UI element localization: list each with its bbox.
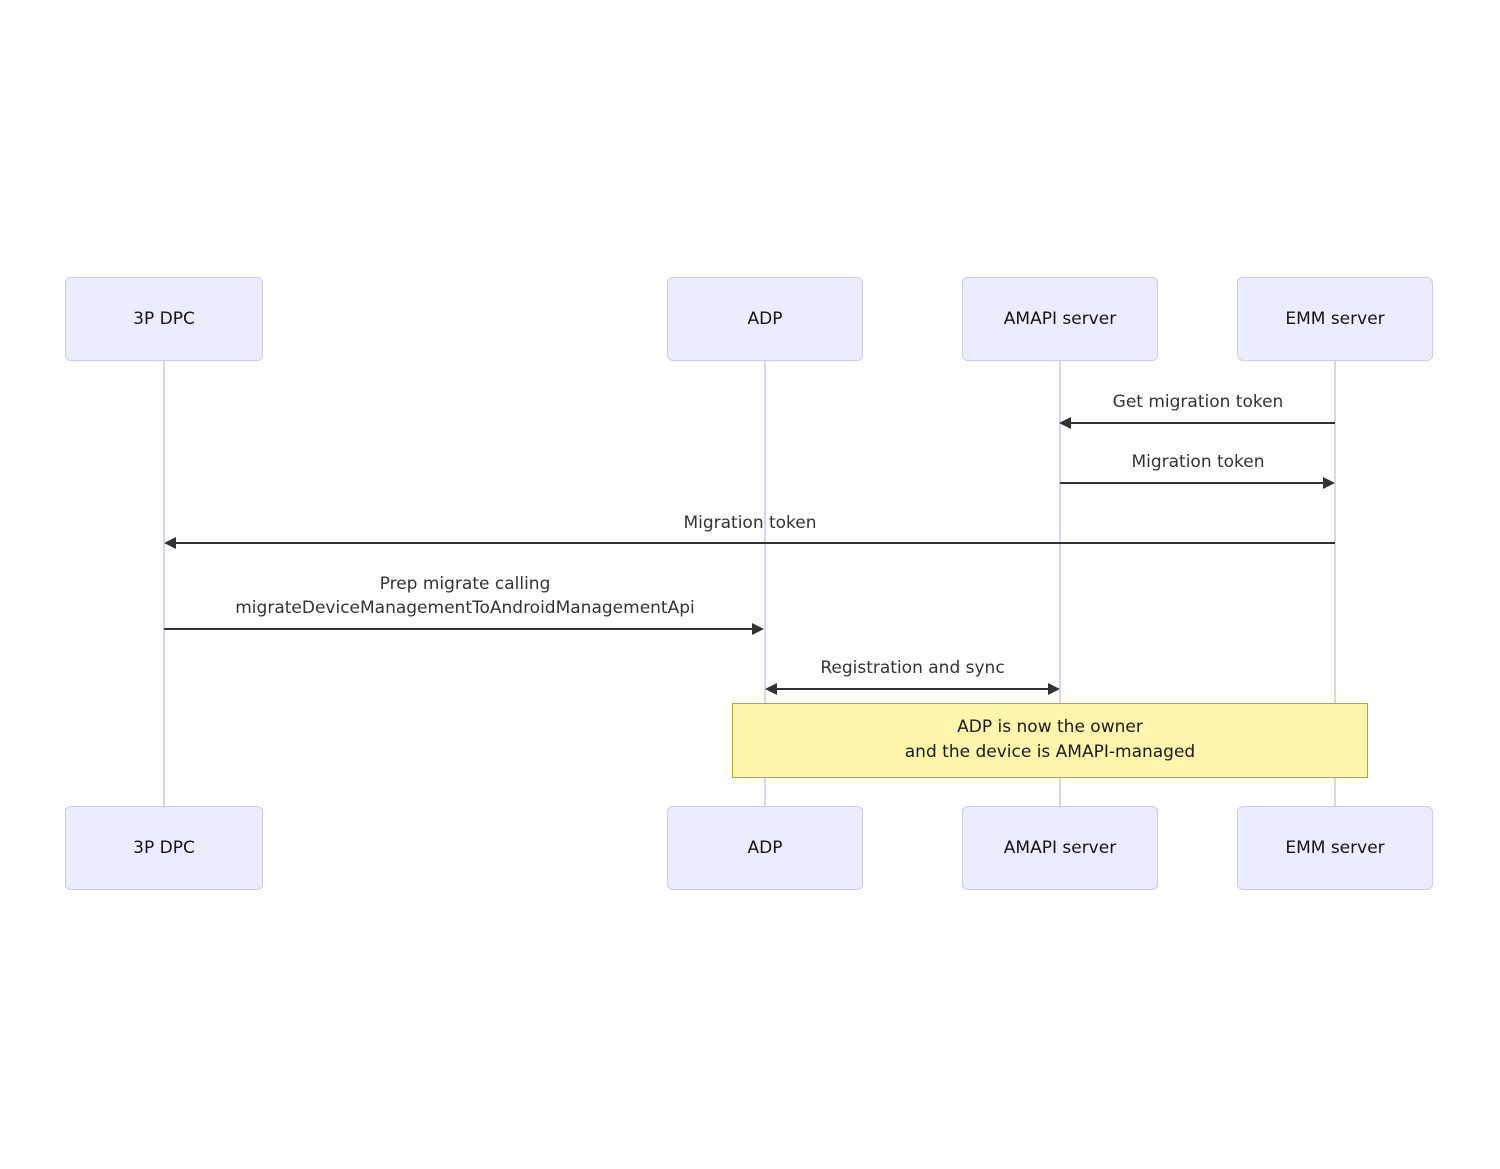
- lifeline-3p-dpc: [163, 361, 165, 806]
- actor-label: 3P DPC: [133, 309, 195, 329]
- arrowhead-right-icon: [752, 623, 764, 635]
- actor-amapi-server-top: AMAPI server: [962, 277, 1158, 361]
- message-get-migration-token-line: [1063, 422, 1335, 424]
- message-migration-token-return-label: Migration token: [1131, 452, 1265, 472]
- lifeline-adp: [764, 361, 766, 806]
- arrowhead-left-icon: [1059, 417, 1071, 429]
- lifeline-emm-server: [1334, 361, 1336, 806]
- lifeline-amapi-server: [1059, 361, 1061, 806]
- actor-emm-server-bottom: EMM server: [1237, 806, 1433, 890]
- actor-emm-server-top: EMM server: [1237, 277, 1433, 361]
- note-line2: and the device is AMAPI-managed: [904, 742, 1196, 762]
- actor-label: EMM server: [1285, 309, 1385, 329]
- arrowhead-left-icon: [164, 537, 176, 549]
- message-registration-sync-line: [769, 688, 1055, 690]
- note-line1: ADP is now the owner: [957, 717, 1143, 737]
- arrowhead-right-icon: [1048, 683, 1060, 695]
- message-migration-token-to-dpc-label: Migration token: [683, 513, 817, 533]
- actor-label: ADP: [747, 838, 783, 858]
- actor-3p-dpc-top: 3P DPC: [65, 277, 263, 361]
- actor-label: EMM server: [1285, 838, 1385, 858]
- arrowhead-left-icon: [765, 683, 777, 695]
- message-migration-token-return-line: [1060, 482, 1324, 484]
- arrowhead-right-icon: [1323, 477, 1335, 489]
- actor-label: AMAPI server: [1003, 838, 1117, 858]
- message-prep-migrate-line2: migrateDeviceManagementToAndroidManageme…: [235, 598, 695, 618]
- actor-amapi-server-bottom: AMAPI server: [962, 806, 1158, 890]
- actor-label: 3P DPC: [133, 838, 195, 858]
- actor-label: AMAPI server: [1003, 309, 1117, 329]
- message-prep-migrate-line1: Prep migrate calling: [379, 574, 551, 594]
- message-migration-token-to-dpc-line: [168, 542, 1335, 544]
- message-prep-migrate-line: [164, 628, 752, 630]
- message-prep-migrate-label: Prep migrate calling migrateDeviceManage…: [165, 572, 765, 620]
- message-registration-sync-label: Registration and sync: [820, 658, 1005, 678]
- message-get-migration-token-label: Get migration token: [1112, 392, 1284, 412]
- note-adp-owner: ADP is now the owner and the device is A…: [732, 703, 1368, 778]
- actor-adp-bottom: ADP: [667, 806, 863, 890]
- actor-3p-dpc-bottom: 3P DPC: [65, 806, 263, 890]
- actor-adp-top: ADP: [667, 277, 863, 361]
- actor-label: ADP: [747, 309, 783, 329]
